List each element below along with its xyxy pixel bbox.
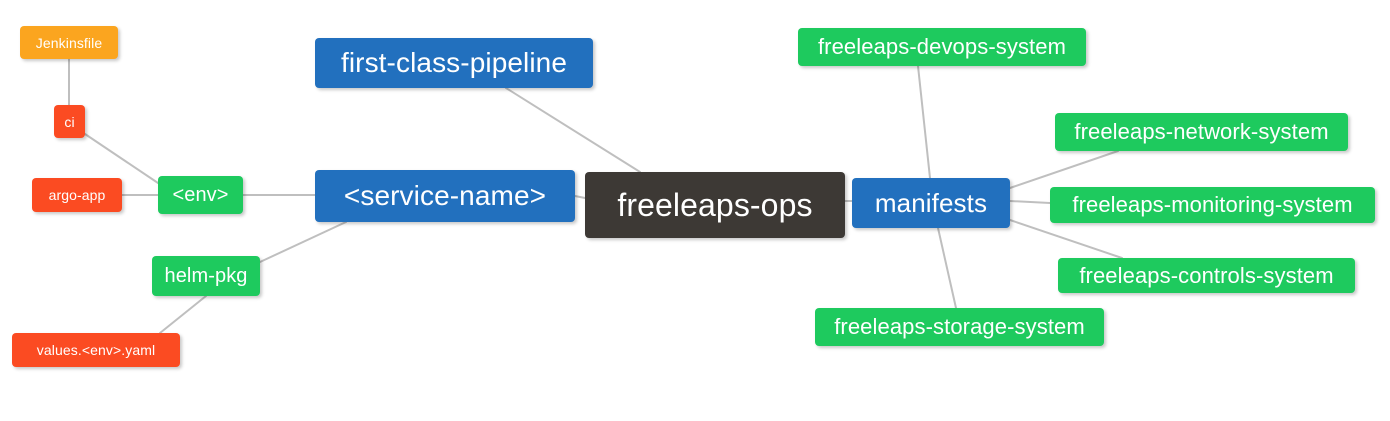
node-label-jenkinsfile: Jenkinsfile (35, 34, 103, 51)
edge-first-class-pipeline-to-freeleaps-ops (505, 87, 641, 173)
node-label-argo-app: argo-app (48, 187, 106, 203)
node-helm-pkg[interactable]: helm-pkg (152, 256, 260, 296)
node-monitoring-system[interactable]: freeleaps-monitoring-system (1050, 187, 1375, 223)
node-label-env: <env> (172, 184, 229, 206)
node-manifests[interactable]: manifests (852, 178, 1010, 228)
node-service-name[interactable]: <service-name> (315, 170, 575, 222)
edge-helm-pkg-to-service-name (259, 221, 347, 263)
node-values-yaml[interactable]: values.<env>.yaml (12, 333, 180, 367)
node-label-manifests: manifests (874, 188, 988, 218)
node-label-monitoring-system: freeleaps-monitoring-system (1072, 192, 1353, 217)
node-label-helm-pkg: helm-pkg (164, 265, 248, 287)
node-env[interactable]: <env> (158, 176, 243, 214)
node-label-network-system: freeleaps-network-system (1074, 119, 1329, 144)
node-label-controls-system: freeleaps-controls-system (1079, 262, 1334, 288)
node-storage-system[interactable]: freeleaps-storage-system (815, 308, 1104, 346)
node-freeleaps-ops[interactable]: freeleaps-ops (585, 172, 845, 238)
edge-values-yaml-to-helm-pkg (159, 295, 207, 334)
edge-manifests-to-storage-system (937, 227, 957, 309)
node-controls-system[interactable]: freeleaps-controls-system (1058, 258, 1355, 293)
node-label-ci: ci (64, 113, 75, 130)
node-first-class-pipeline[interactable]: first-class-pipeline (315, 38, 593, 88)
edge-manifests-to-monitoring-system (1009, 200, 1051, 204)
node-argo-app[interactable]: argo-app (32, 178, 122, 212)
edge-service-name-to-freeleaps-ops (574, 195, 586, 199)
node-label-first-class-pipeline: first-class-pipeline (340, 47, 568, 78)
edge-ci-to-env (84, 133, 159, 184)
node-devops-system[interactable]: freeleaps-devops-system (798, 28, 1086, 66)
node-jenkinsfile[interactable]: Jenkinsfile (20, 26, 118, 59)
node-label-devops-system: freeleaps-devops-system (817, 34, 1067, 59)
edge-manifests-to-devops-system (917, 65, 931, 179)
node-ci[interactable]: ci (54, 105, 85, 138)
node-network-system[interactable]: freeleaps-network-system (1055, 113, 1348, 151)
node-label-freeleaps-ops: freeleaps-ops (617, 187, 813, 223)
node-label-storage-system: freeleaps-storage-system (834, 314, 1085, 339)
node-label-values-yaml: values.<env>.yaml (36, 342, 156, 358)
edge-manifests-to-network-system (1009, 150, 1119, 189)
node-label-service-name: <service-name> (343, 180, 547, 211)
edge-manifests-to-controls-system (1009, 219, 1123, 259)
